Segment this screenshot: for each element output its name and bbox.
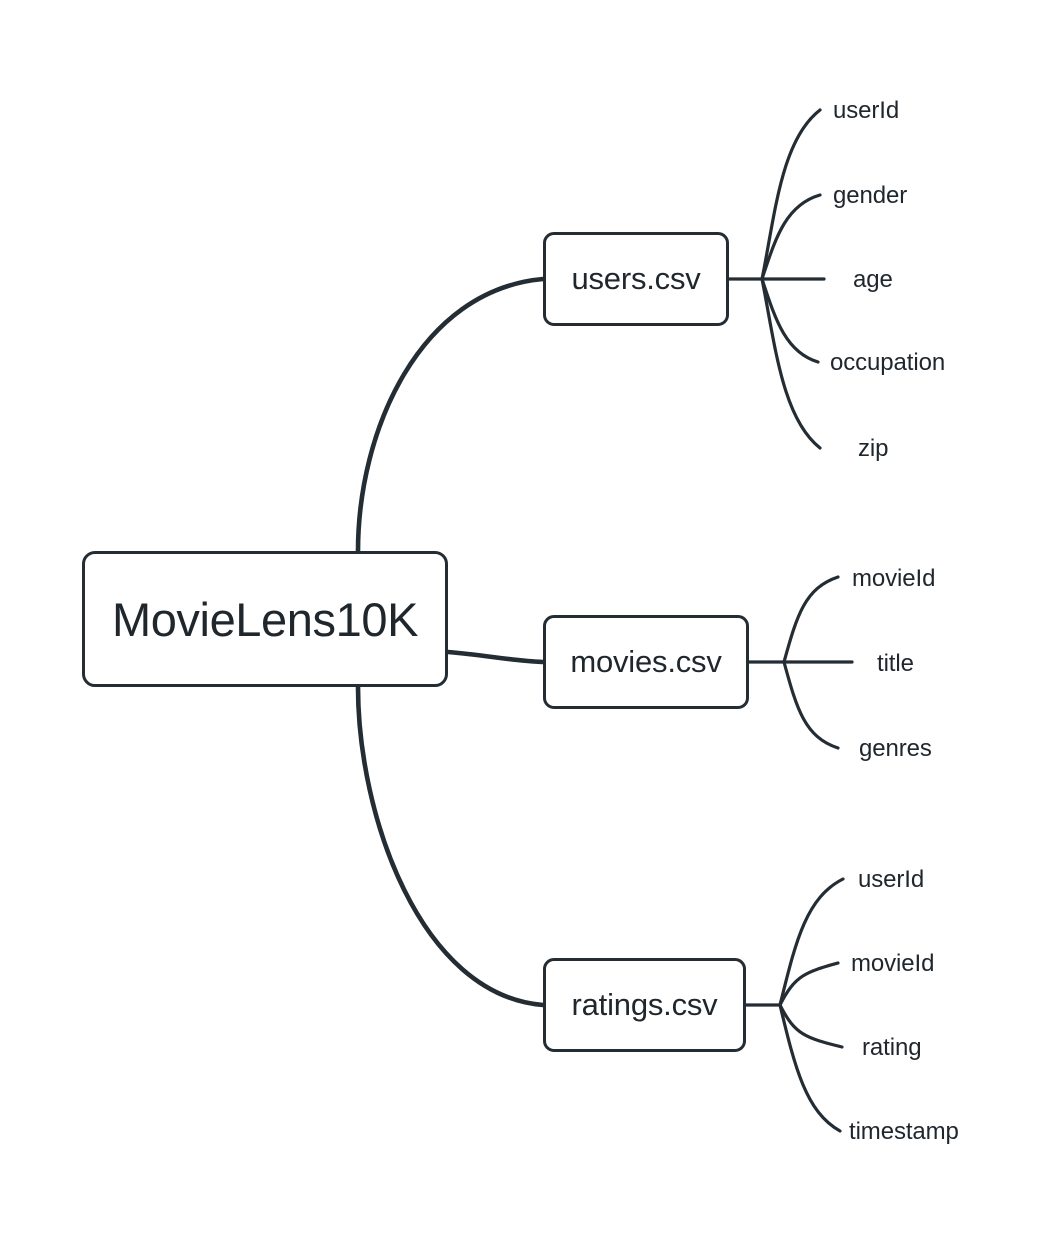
- edge-ratings-rating: [778, 1003, 844, 1049]
- edge-movies-movieid: [782, 575, 840, 664]
- leaf-users-gender: gender: [833, 182, 908, 209]
- mindmap-branch-node-ratings[interactable]: ratings.csv: [543, 958, 746, 1052]
- leaf-ratings-userid: userId: [858, 866, 925, 893]
- leaf-ratings-rating: rating: [862, 1034, 922, 1061]
- edge-root-to-users: [355, 276, 546, 554]
- edge-ratings-timestamp: [778, 1003, 842, 1133]
- edge-users-gender: [760, 193, 822, 281]
- leaf-movies-genres: genres: [859, 735, 932, 762]
- mindmap-branch-node-users[interactable]: users.csv: [543, 232, 729, 326]
- edge-ratings-movieid: [778, 961, 840, 1007]
- edge-ratings-userid: [778, 877, 845, 1007]
- leaf-movies-movieid: movieId: [852, 565, 936, 592]
- leaf-users-age: age: [853, 266, 893, 293]
- leaf-users-zip: zip: [858, 435, 889, 462]
- mindmap-branch-label-users: users.csv: [571, 261, 701, 296]
- mindmap-root-label: MovieLens10K: [111, 592, 419, 646]
- edge-users-userid: [760, 108, 822, 281]
- leaf-movies-title: title: [877, 650, 914, 677]
- edge-movies-genres: [782, 660, 840, 750]
- mindmap-branch-node-movies[interactable]: movies.csv: [543, 615, 749, 709]
- edge-root-to-movies: [445, 649, 546, 665]
- edge-users-occupation: [760, 277, 820, 364]
- leaf-users-userid: userId: [833, 97, 900, 124]
- mindmap-branch-label-movies: movies.csv: [570, 644, 722, 679]
- leaf-users-occupation: occupation: [830, 349, 946, 376]
- leaf-ratings-timestamp: timestamp: [849, 1118, 959, 1145]
- edge-root-to-ratings: [355, 684, 546, 1008]
- edge-users-zip: [760, 277, 822, 450]
- mindmap-branch-label-ratings: ratings.csv: [571, 987, 718, 1022]
- leaf-ratings-movieid: movieId: [851, 950, 935, 977]
- mindmap-root-node[interactable]: MovieLens10K: [82, 551, 448, 687]
